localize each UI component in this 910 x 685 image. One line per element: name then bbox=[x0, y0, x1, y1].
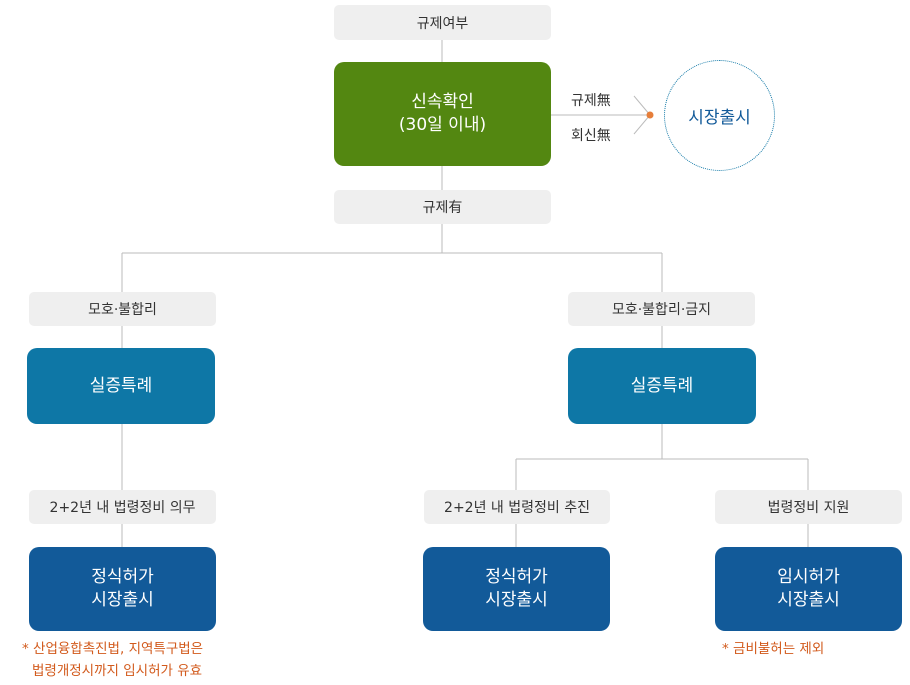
left-footnote-line-2: 법령개정시까지 임시허가 유효 bbox=[32, 663, 203, 679]
left-condition-label: 모호·불합리 bbox=[29, 292, 216, 326]
right-special-test-box: 실증특례 bbox=[568, 348, 756, 424]
middle-final-line-2: 시장출시 bbox=[485, 590, 548, 610]
right-final-line-2: 시장출시 bbox=[777, 590, 840, 610]
junction-dot bbox=[646, 111, 654, 119]
left-footnote: * 산업융합촉진법, 지역특구법은 법령개정시까지 임시허가 유효 bbox=[22, 638, 242, 682]
left-final-line-1: 정식허가 bbox=[91, 567, 154, 587]
left-final-box: 정식허가 시장출시 bbox=[29, 547, 216, 631]
right-final-line-1: 임시허가 bbox=[777, 567, 840, 587]
reply-none-text: 회신無 bbox=[571, 128, 611, 144]
left-final-line-2: 시장출시 bbox=[91, 590, 154, 610]
middle-final-line-1: 정식허가 bbox=[485, 567, 548, 587]
left-duty-label: 2+2년 내 법령정비 의무 bbox=[29, 490, 216, 524]
regulation-exists-label: 규제有 bbox=[334, 190, 551, 224]
rapid-confirm-line-2: (30일 이내) bbox=[398, 115, 487, 135]
right-support-label: 법령정비 지원 bbox=[715, 490, 902, 524]
right-footnote: * 금비불허는 제외 bbox=[722, 641, 825, 657]
middle-push-label: 2+2년 내 법령정비 추진 bbox=[424, 490, 610, 524]
middle-final-box: 정식허가 시장출시 bbox=[423, 547, 610, 631]
right-final-box: 임시허가 시장출시 bbox=[715, 547, 902, 631]
market-launch-circle: 시장출시 bbox=[664, 60, 775, 171]
left-special-test-box: 실증특례 bbox=[27, 348, 215, 424]
regulation-none-text: 규제無 bbox=[571, 93, 611, 109]
right-condition-label: 모호·불합리·금지 bbox=[568, 292, 755, 326]
rapid-confirm-box: 신속확인 (30일 이내) bbox=[334, 62, 551, 166]
left-footnote-line-1: * 산업융합촉진법, 지역특구법은 bbox=[22, 641, 204, 657]
top-label: 규제여부 bbox=[334, 5, 551, 40]
rapid-confirm-line-1: 신속확인 bbox=[411, 92, 474, 112]
